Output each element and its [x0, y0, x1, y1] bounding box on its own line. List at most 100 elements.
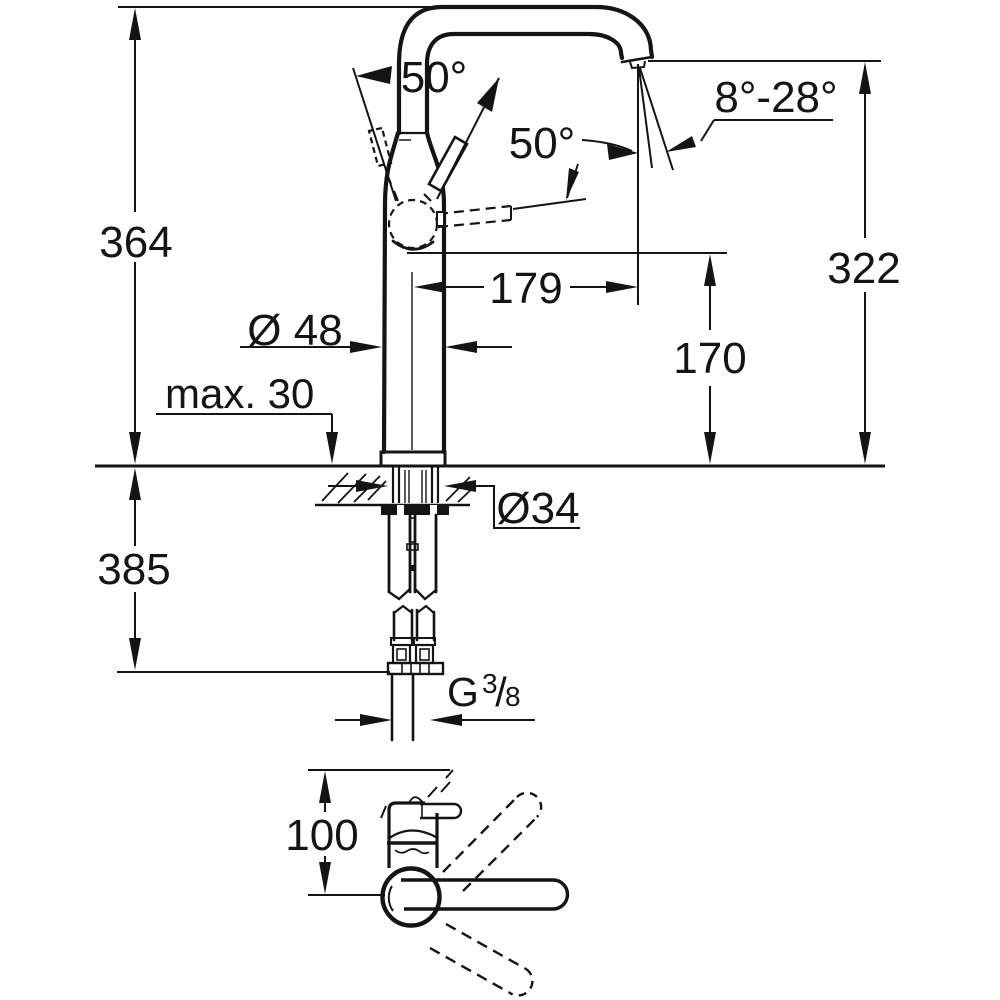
dim-line-max30: [156, 413, 333, 432]
label-lever-angle-open: 50°: [509, 119, 576, 168]
topview-lever-up-edges: [442, 796, 538, 892]
mounting-nut: [381, 506, 449, 515]
arrow-364-up: [129, 8, 141, 40]
arrow-170-up: [704, 254, 716, 286]
arrow-100-down: [319, 862, 331, 894]
arrow-dia48-right: [445, 341, 477, 353]
spray-angle-leader: [700, 119, 715, 142]
extension-lines: [95, 6, 885, 673]
label-max-deck-thickness: max. 30: [165, 370, 314, 417]
lever-raised-position: [427, 135, 469, 193]
label-thread-size: G 3 / 8: [447, 668, 521, 715]
topview-spout-top-squiggle: [408, 796, 425, 805]
arrow-max30-down: [326, 432, 338, 464]
thread-slash: /: [495, 669, 507, 715]
topview-lever-dashed-down: [429, 922, 534, 997]
top-view: [308, 769, 570, 997]
dimension-arrows: [129, 8, 871, 726]
topview-corner-tick: [380, 805, 387, 819]
label-below-deck-depth: 385: [97, 545, 170, 594]
arrow-dia34-right: [444, 480, 476, 492]
spout-outer-curve: [396, 4, 655, 67]
body-left-edge: [381, 130, 401, 455]
lever-horizontal-extension-line: [512, 198, 587, 210]
label-total-height: 364: [99, 218, 172, 267]
arrow-179-right: [606, 281, 638, 293]
ball-joint-lower-arc: [391, 239, 435, 251]
topview-body-inner-arc: [387, 885, 394, 912]
center-stud-band: [406, 543, 419, 551]
front-view-faucet: [315, 4, 655, 742]
arrow-angle-open-right: [607, 144, 638, 160]
hose-lower-tubes: [392, 608, 436, 642]
arrow-322-up: [859, 62, 871, 94]
lever-stub: [436, 211, 445, 227]
lever-horizontal-dashed-position: [437, 204, 512, 229]
label-spout-tip-height: 322: [827, 244, 900, 293]
supply-hoses: [386, 513, 445, 742]
arrow-thread-left: [360, 714, 392, 726]
dimension-labels: 364 322 179 170 Ø 48 max. 30 385 Ø34 50°…: [97, 53, 900, 860]
spray-angle-line-inner: [638, 67, 653, 169]
thread-letter: G: [447, 669, 479, 715]
topview-outlet-dashes: [427, 769, 454, 798]
topview-lever-down-cap: [509, 968, 534, 997]
topview-lever-down-edges: [429, 922, 527, 995]
arrow-dia48-left: [350, 341, 382, 353]
label-lever-reach: 100: [285, 811, 358, 860]
topview-aerator: [420, 802, 463, 820]
lever-tilted-dashed-position: [367, 126, 393, 168]
arrow-322-down: [859, 432, 871, 464]
faucet-body: [379, 61, 447, 466]
center-stud-detail: [409, 517, 416, 543]
arrow-179-left: [414, 281, 446, 293]
arrow-385-up: [129, 468, 141, 500]
thread-numerator: 3: [482, 668, 498, 699]
arrow-385-down: [129, 638, 141, 670]
label-lever-angle-front: 50°: [401, 53, 468, 102]
topview-body-circle: [380, 866, 442, 928]
threaded-shank: [391, 466, 440, 503]
base-flange: [379, 450, 447, 466]
label-spout-height-above-deck: 170: [673, 334, 746, 383]
counter-cross-section: [315, 466, 475, 516]
topview-lever-solid: [401, 878, 570, 911]
arrow-dia34-left: [356, 480, 388, 492]
mounting-nut-gap: [397, 505, 404, 516]
lever-dashes: [384, 171, 432, 202]
topview-spout-outline: [387, 801, 425, 868]
topview-swivel-dome: [387, 829, 437, 840]
label-body-diameter: Ø 48: [247, 306, 342, 355]
arrow-170-down: [704, 432, 716, 464]
label-spray-angle-range: 8°-28°: [714, 73, 837, 122]
hose-break-cut-upper: [388, 588, 437, 601]
lever-angle-left-line: [352, 67, 397, 202]
topview-lever-up-cap: [516, 791, 543, 818]
lever-joint: [367, 126, 512, 251]
arrow-100-up: [319, 771, 331, 803]
ball-joint-dashed-circle: [387, 198, 439, 250]
hose-break-cut-lower: [393, 604, 435, 614]
center-stud-nut: [410, 565, 416, 571]
topview-lever-dashed-up: [442, 791, 543, 892]
hose-upper-tubes: [387, 513, 438, 594]
topview-swivel-squiggle: [394, 848, 430, 855]
mounting-studs: [404, 470, 427, 503]
arrow-thread-right: [430, 714, 462, 726]
aerator-notch: [629, 60, 646, 70]
arrow-spray-angle: [666, 136, 696, 152]
spout: [396, 4, 655, 70]
check-valve-window: [396, 648, 407, 661]
connection-pipe: [390, 672, 415, 742]
spray-angle-line-outer: [639, 67, 674, 171]
arrow-364-down: [129, 432, 141, 464]
dim-line-dia34: [328, 485, 580, 529]
connector-plate-ticks: [401, 663, 430, 674]
arrow-angle-front-left: [356, 66, 392, 84]
label-spout-reach: 179: [489, 264, 562, 313]
arrow-angle-front-right: [477, 78, 499, 112]
spout-inner-curve: [424, 31, 625, 67]
check-valve-window: [419, 648, 430, 661]
